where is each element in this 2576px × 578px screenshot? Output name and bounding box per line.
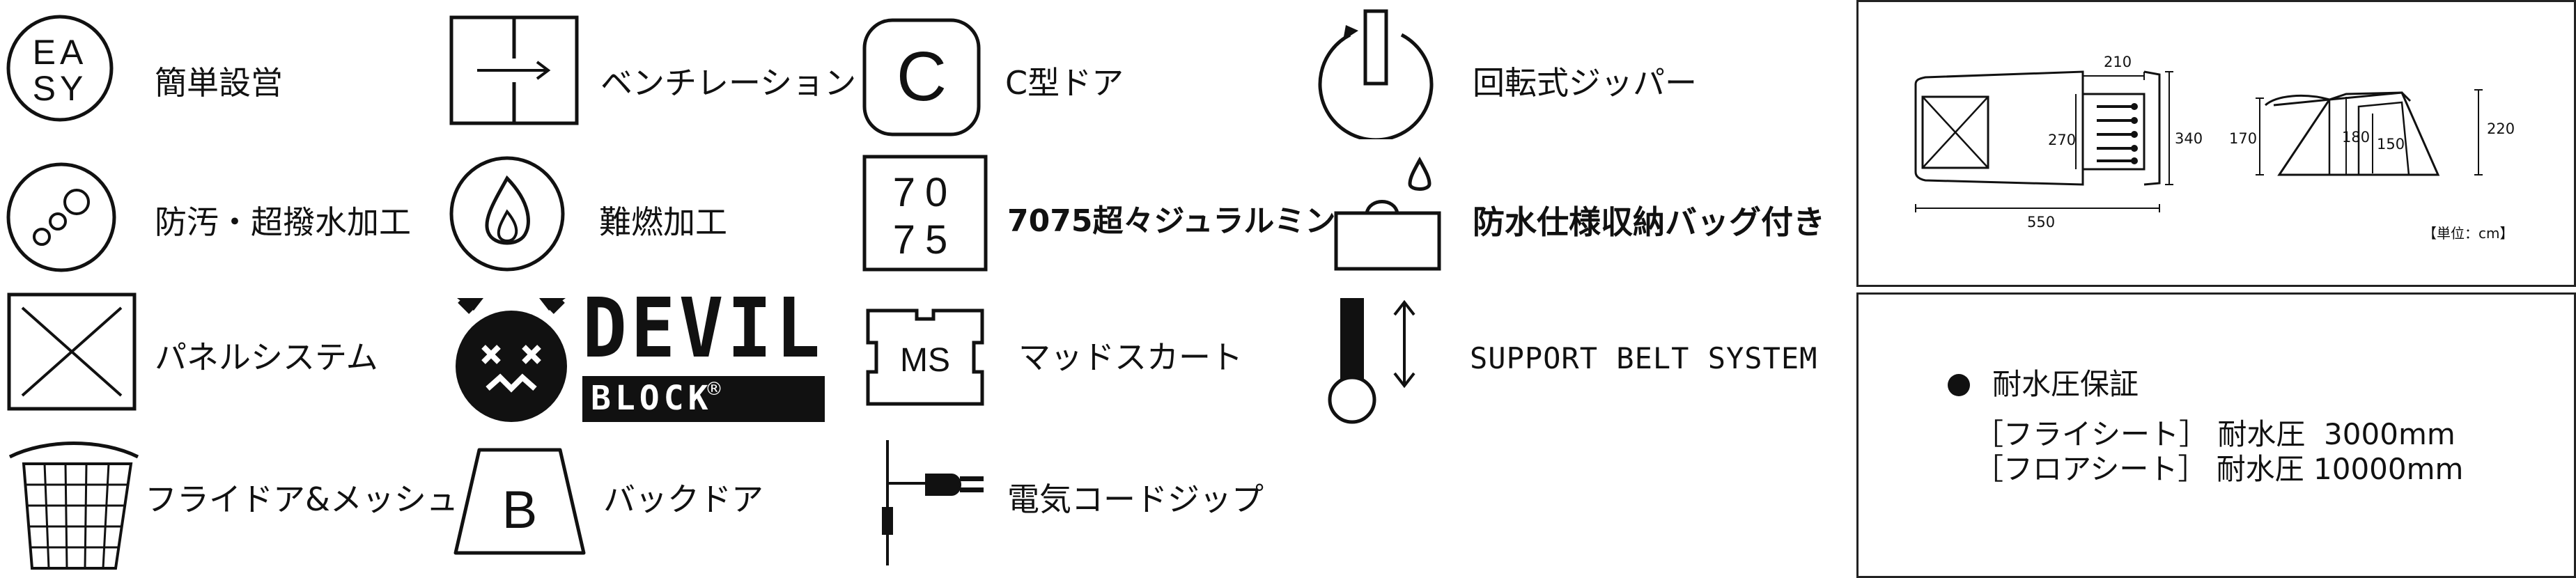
tent-dimension-diagram (1914, 70, 2483, 212)
power-plug-icon (882, 440, 984, 565)
specs-heading: 耐水圧保証 (1992, 367, 2139, 401)
easy-icon-line1: EA (33, 33, 88, 72)
c-door-label: C型ドア (1005, 64, 1124, 102)
back-door-icon-letter: B (502, 481, 538, 540)
flame-icon (449, 156, 565, 272)
waterproof-bag-icon (1334, 156, 1441, 271)
c-door-icon-letter: C (897, 38, 947, 116)
dim-length: 550 (2027, 214, 2056, 231)
support-belt-label: SUPPORT BELT SYSTEM (1470, 341, 1818, 375)
c-door-icon: C (862, 18, 981, 136)
devil-block-subtitle: BLOCK (591, 379, 713, 418)
registered-mark: ® (705, 379, 723, 400)
devil-face-icon (456, 298, 567, 422)
dim-inner-height: 180 (2342, 129, 2371, 146)
dim-inner-width: 210 (2104, 54, 2132, 70)
ventilation-icon (449, 15, 579, 125)
ventilation-label: ベンチレーション (600, 64, 857, 102)
mud-skirt-icon-text: MS (900, 342, 950, 379)
duralumin-icon-line1: 70 (893, 170, 958, 215)
rotating-zipper-icon (1318, 9, 1434, 139)
mud-skirt-icon: MS (866, 308, 984, 406)
dim-inner-depth: 270 (2048, 132, 2077, 148)
dim-total-height: 220 (2487, 120, 2515, 137)
fly-door-mesh-icon (8, 442, 139, 570)
duralumin-7075-icon: 70 75 (862, 155, 988, 272)
easy-icon-line2: SY (33, 69, 88, 108)
fly-door-mesh-label: フライドア&メッシュ (145, 481, 458, 518)
fly-sheet-spec: ［フライシート］ 耐水圧 3000mm (1974, 417, 2455, 451)
dim-depth: 340 (2175, 130, 2203, 147)
flame-retardant-label: 難燃加工 (599, 203, 727, 241)
duralumin-icon-line2: 75 (893, 217, 958, 263)
waterproof-bag-label: 防水仕様収納バッグ付き (1473, 203, 1825, 241)
floor-sheet-spec: ［フロアシート］ 耐水圧 10000mm (1974, 452, 2464, 486)
specs-panel: 耐水圧保証 ［フライシート］ 耐水圧 3000mm ［フロアシート］ 耐水圧 1… (1856, 292, 2576, 578)
dimensions-panel: 210 270 340 550 170 180 150 220 【単位：cm】 (1856, 0, 2576, 287)
support-belt-icon (1328, 298, 1415, 424)
bullet-dot (1948, 374, 1970, 396)
easy-setup-icon: EA SY (6, 15, 114, 122)
panel-system-label: パネルシステム (155, 338, 378, 376)
unit-note: 【単位：cm】 (2423, 225, 2514, 242)
water-drops-icon (6, 162, 116, 272)
back-door-label: バックドア (603, 481, 763, 518)
duralumin-label: 7075超々ジュラルミン (1007, 203, 1336, 239)
mud-skirt-label: マッドスカート (1018, 338, 1243, 376)
easy-setup-label: 簡単設営 (155, 64, 283, 102)
rotating-zipper-label: 回転式ジッパー (1473, 64, 1697, 102)
waterproof-coating-label: 防汚・超撥水加工 (155, 203, 411, 241)
cord-zip-label: 電気コードジップ (1007, 481, 1264, 518)
devil-block-title: DEVIL (582, 280, 824, 376)
devil-block-subtitle-bar: BLOCK ® (582, 376, 825, 422)
panel-system-icon (7, 292, 137, 411)
dim-door-height: 150 (2377, 136, 2405, 153)
back-door-icon: B (453, 448, 586, 555)
dim-front-height: 170 (2229, 130, 2258, 147)
